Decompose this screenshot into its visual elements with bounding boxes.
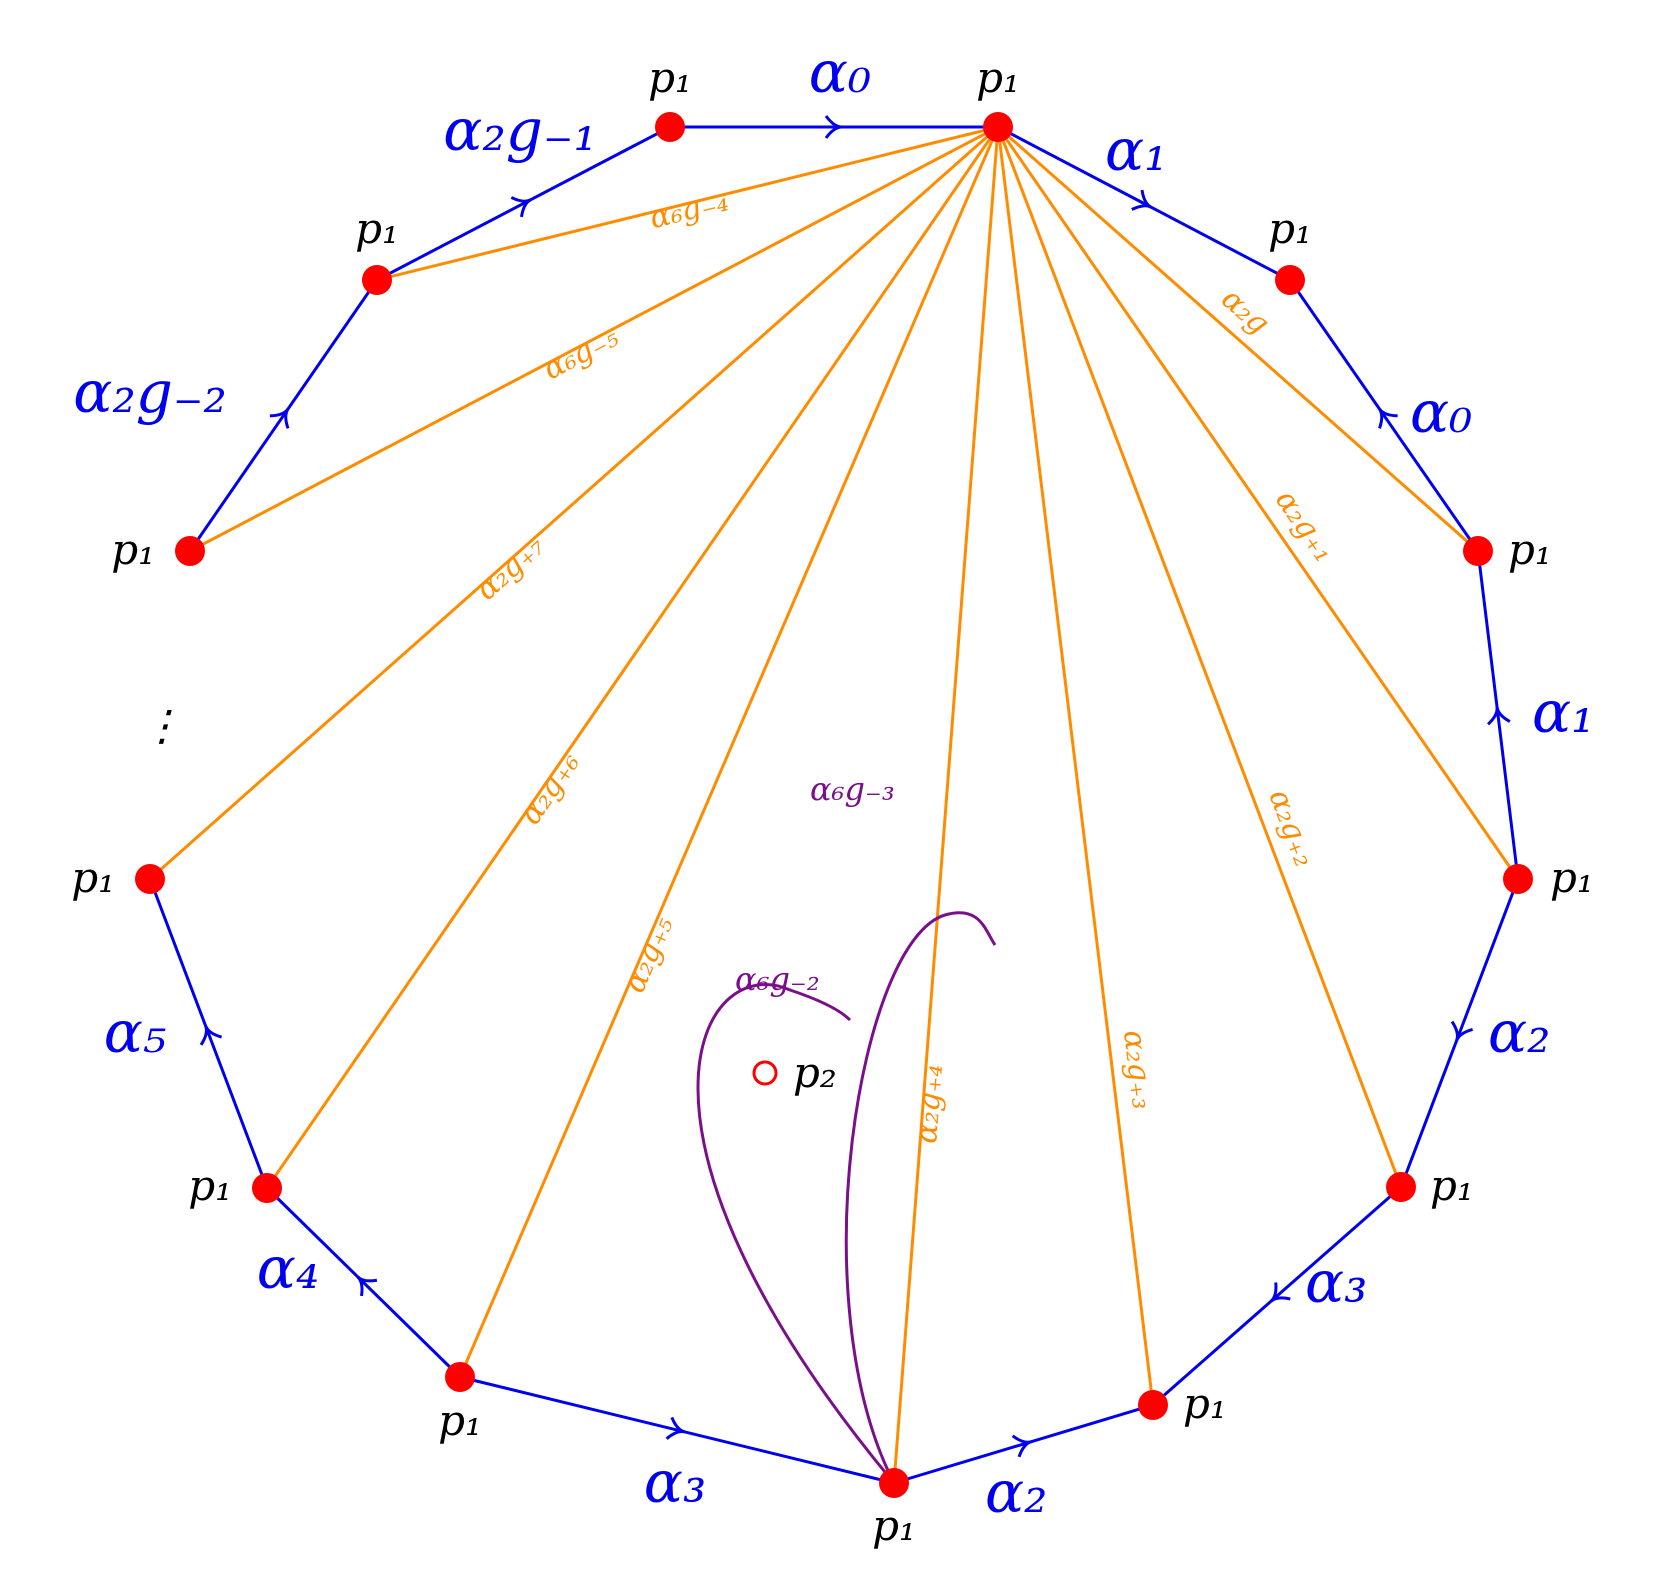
vertex-dot — [1138, 1390, 1168, 1420]
boundary-edge-label: α₃ — [1305, 1248, 1367, 1316]
vertex-label: p₁ — [1183, 1379, 1227, 1428]
boundary-edge — [148, 878, 269, 1189]
diagonal-label: α₂g₊₅ — [617, 911, 681, 998]
diagonal-line — [458, 126, 1000, 1378]
diagonal-line — [996, 126, 1520, 880]
boundary-edge-label: α₄ — [257, 1234, 319, 1302]
diagonal-label: α₂g₊₁ — [1268, 484, 1342, 569]
vertex-label: p₁ — [71, 853, 115, 902]
diagonal-label: α₂g₊₄ — [909, 1063, 950, 1145]
puncture-label: p₂ — [793, 1048, 837, 1097]
boundary-edge — [997, 125, 1291, 282]
boundary-edge-label: α₀ — [809, 38, 871, 106]
loop-label: α₆g₋₃ — [810, 770, 895, 808]
boundary-edge — [459, 1375, 895, 1485]
edge-arrow-icon — [665, 1416, 686, 1440]
ellipsis-dots: ⋮ — [141, 701, 183, 750]
loop-label: α₆g₋₂ — [735, 960, 820, 998]
diagonal-label: α₆g₋₅ — [538, 319, 625, 387]
edge-arrow-icon — [1487, 706, 1511, 726]
vertex-label: p₁ — [1268, 204, 1312, 253]
diagonal-line — [189, 125, 999, 553]
vertex-dot — [655, 112, 685, 142]
boundary-edge-label: α₃ — [644, 1448, 706, 1516]
vertex-label: p₁ — [355, 204, 399, 253]
vertex-label: p₁ — [648, 53, 692, 102]
boundary-edge-label: α₁ — [1532, 678, 1594, 746]
puncture-marker — [752, 1060, 778, 1086]
boundary-edge — [376, 125, 671, 282]
edge-arrow-icon — [1378, 407, 1398, 429]
boundary-edge — [893, 1403, 1154, 1485]
edge-arrow-icon — [1269, 1282, 1291, 1303]
diagonal-label: α₂g₊₇ — [469, 529, 552, 608]
edge-arrow-icon — [824, 115, 843, 139]
boundary-edge — [1152, 1185, 1402, 1407]
vertex-label: p₁ — [188, 1161, 232, 1210]
boundary-edge — [1288, 279, 1480, 552]
vertex-dot — [1386, 1172, 1416, 1202]
boundary-edge-label: α₁ — [1105, 116, 1167, 184]
edge-arrow-icon — [356, 1275, 378, 1297]
vertex-label: p₁ — [1430, 1161, 1474, 1210]
diagonal-label: α₂g₊₃ — [1116, 1028, 1160, 1111]
vertex-dot — [879, 1468, 909, 1498]
boundary-edge — [1399, 878, 1520, 1188]
edge-arrow-icon — [1011, 1434, 1032, 1458]
vertex-label: p₁ — [111, 525, 155, 574]
loop-curve — [844, 911, 997, 1484]
vertex-dot — [983, 112, 1013, 142]
diagonal-label: α₂g₊₂ — [1261, 785, 1322, 872]
vertex-label: p₁ — [976, 53, 1020, 102]
vertex-dot — [445, 1362, 475, 1392]
vertex-dot — [135, 864, 165, 894]
boundary-edge-label: α₂ — [985, 1458, 1047, 1526]
boundary-layer — [148, 115, 1520, 1485]
diagonal-line — [376, 125, 999, 282]
loop-curve — [696, 983, 896, 1484]
vertex-dot — [1463, 536, 1493, 566]
diagonal-label: α₂g — [1214, 281, 1276, 341]
vertex-label: p₁ — [1508, 525, 1552, 574]
boundary-edge — [1476, 550, 1520, 880]
vertex-layer — [135, 112, 1533, 1498]
vertex-dot — [1275, 265, 1305, 295]
boundary-edge — [265, 1186, 462, 1379]
vertex-dot — [1503, 864, 1533, 894]
boundary-edge-label: α₅ — [104, 998, 166, 1066]
vertex-label: p₁ — [438, 1396, 482, 1445]
diagonal-label: α₂g₊₆ — [513, 746, 587, 831]
diagonal-line — [996, 126, 1403, 1188]
diagonal-layer — [149, 125, 1520, 1484]
label-layer: α₆g₋₄ α₆g₋₅ α₂g₊₇ α₂g₊₆ α₂g₊₅ α₂g₊₄ α₂g₊₃ α₂g₊₂… — [71, 38, 1594, 1550]
diagonal-line — [149, 125, 999, 881]
vertex-dot — [362, 265, 392, 295]
boundary-edge-label: α₂g₋₂ — [73, 358, 226, 426]
edge-arrow-icon — [510, 196, 532, 218]
loop-layer — [696, 911, 997, 1484]
diagonal-line — [997, 125, 1479, 553]
diagonal-line — [265, 126, 1000, 1189]
boundary-edge-label: α₂g₋₁ — [443, 96, 596, 164]
diagonal-line — [996, 126, 1155, 1406]
vertex-dot — [175, 536, 205, 566]
vertex-label: p₁ — [872, 1501, 916, 1550]
boundary-edge — [188, 279, 379, 552]
boundary-edge-label: α₀ — [1410, 378, 1472, 446]
vertex-label: p₁ — [1550, 853, 1594, 902]
boundary-edge-label: α₂ — [1488, 998, 1550, 1066]
vertex-dot — [252, 1173, 282, 1203]
diagonal-label: α₆g₋₄ — [646, 183, 731, 236]
diagonal-line — [892, 126, 1000, 1484]
